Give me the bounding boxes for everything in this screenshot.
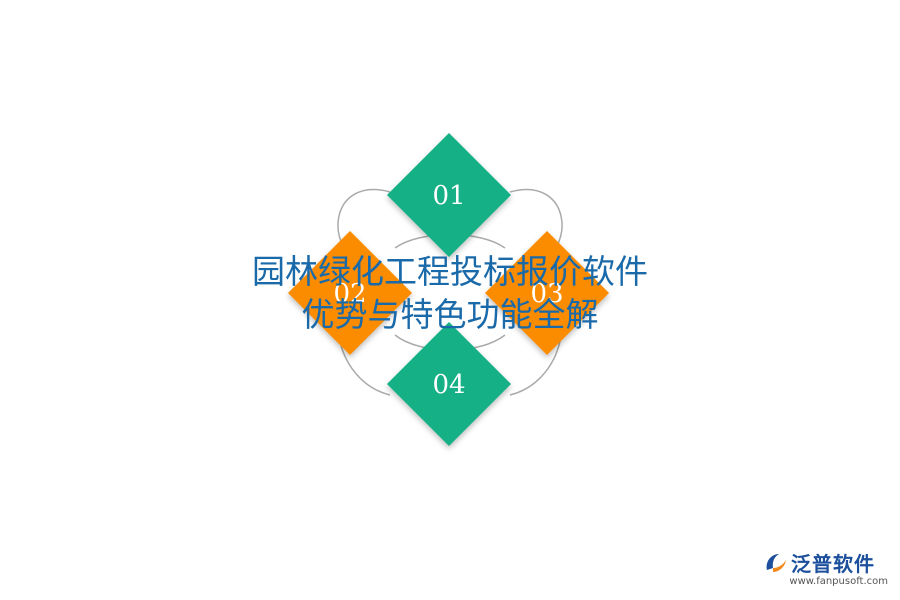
brand-logo-icon	[766, 554, 786, 572]
diamond-04: 04	[387, 322, 511, 446]
diamond-03-shape	[485, 231, 609, 355]
brand-logo-name: 泛普软件	[791, 552, 875, 576]
title-line-2: 优势与特色功能全解	[301, 295, 599, 334]
diamond-01-shape	[387, 133, 511, 257]
brand-logo-url: www.fanpusoft.com	[789, 576, 888, 587]
diamond-02-label: 02	[333, 279, 366, 309]
diamond-03-label: 03	[530, 279, 563, 309]
diamond-04-shape	[387, 322, 511, 446]
diamond-02-shape	[288, 231, 412, 355]
diamond-01: 01	[387, 133, 511, 257]
diamond-01-label: 01	[432, 181, 465, 211]
page-title: 园林绿化工程投标报价软件 优势与特色功能全解	[0, 250, 900, 336]
diamond-03: 03	[485, 231, 609, 355]
diamond-02: 02	[288, 231, 412, 355]
brand-logo: 泛普软件 www.fanpusoft.com	[763, 548, 888, 590]
diamond-04-label: 04	[432, 370, 465, 400]
title-line-1: 园林绿化工程投标报价软件	[252, 252, 648, 291]
